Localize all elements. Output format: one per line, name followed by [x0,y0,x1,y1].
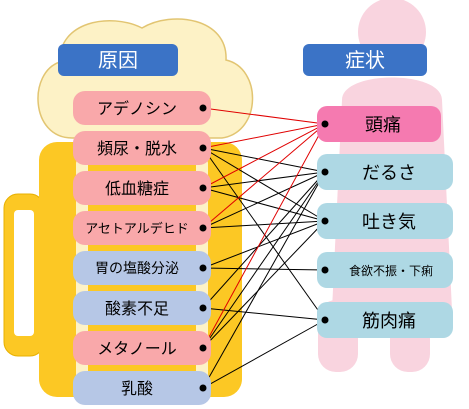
symptom-connector-dot [321,168,329,176]
cause-label: アデノシン [97,99,177,118]
cause-connector-dot [199,344,207,352]
cause-box [73,251,211,285]
connection-line-methanol-headache [202,123,326,349]
cause-connector-dot [199,184,207,192]
cause-item: 酸素不足 [73,291,211,325]
symptoms-header: 症状 [303,44,427,76]
symptom-connector-dot [321,316,329,324]
symptom-connector-dot [321,217,329,225]
causes-header-label: 原因 [98,48,138,72]
cause-item: 低血糖症 [73,171,211,205]
connection-line-hypoglycemia-nausea [202,187,326,222]
symptom-connector-dot [321,266,329,274]
symptom-box [317,154,453,190]
cause-box [73,331,211,365]
cause-connector-dot [199,144,207,152]
connection-line-urination-muscle [202,147,326,321]
mug-handle-hole [14,210,34,336]
symptom-label: 頭痛 [365,115,401,136]
causes-header-box [58,44,178,76]
cause-label: 低血糖症 [105,179,169,198]
symptom-item: 食欲不振・下痢 [317,252,453,288]
connection-line-adenosine-headache [202,107,326,125]
cause-label: 頻尿・脱水 [97,139,177,158]
cause-box [73,211,211,245]
cause-item: 乳酸 [73,371,211,405]
symptom-box [317,203,453,239]
cause-connector-dot [199,264,207,272]
cause-box [73,291,211,325]
causes-list: アデノシン 頻尿・脱水 低血糖症 アセトアルデヒド 胃の塩酸分泌 酸素不足 [73,91,211,405]
symptom-box [317,106,441,142]
cause-box [73,91,211,125]
cause-label: アセトアルデヒド [85,221,189,237]
connection-line-urination-fatigue [202,147,326,173]
symptoms-list: 頭痛 だるさ 吐き気 食欲不振・下痢 筋肉痛 [317,106,453,338]
connection-line-oxygen-fatigue [202,171,326,309]
cause-connector-dot [199,384,207,392]
cause-label: 胃の塩酸分泌 [95,261,179,277]
cause-item: アセトアルデヒド [73,211,211,245]
connection-line-acetaldehyde-headache [202,123,326,229]
cause-item: 頻尿・脱水 [73,131,211,165]
symptom-box [317,302,453,338]
connection-line-hypoglycemia-fatigue [202,171,326,189]
cause-box [73,371,211,405]
symptoms-header-box [303,44,427,76]
cause-item: メタノール [73,331,211,365]
cause-connector-dot [199,224,207,232]
connection-line-methanol-fatigue [202,171,326,349]
connection-line-gastric-appetite [202,267,326,271]
connection-line-lactic-fatigue [202,171,326,389]
causes-header: 原因 [58,44,178,76]
cause-connector-dot [199,304,207,312]
symptom-item: だるさ [317,154,453,190]
connection-lines [202,107,326,389]
cause-connector-dot [199,104,207,112]
cause-label: 酸素不足 [105,299,169,318]
symptom-item: 筋肉痛 [317,302,453,338]
connection-line-methanol-nausea [202,220,326,349]
cause-item: 胃の塩酸分泌 [73,251,211,285]
symptom-item: 頭痛 [317,106,441,142]
connection-line-acetaldehyde-fatigue [202,171,326,229]
cause-item: アデノシン [73,91,211,125]
symptom-item: 吐き気 [317,203,453,239]
connection-line-lactic-muscle [202,319,326,389]
symptoms-header-label: 症状 [345,48,385,72]
cause-box [73,171,211,205]
symptom-label: 筋肉痛 [362,311,416,332]
connection-line-hypoglycemia-headache [202,123,326,189]
cause-label: メタノール [97,339,177,358]
connection-line-urination-headache [202,123,326,149]
symptom-connector-dot [321,120,329,128]
symptom-box [317,252,453,288]
symptom-label: 食欲不振・下痢 [349,263,433,278]
symptom-label: 吐き気 [362,212,416,233]
symptom-label: だるさ [362,163,416,184]
connection-line-gastric-nausea [202,220,326,269]
connection-line-acetaldehyde-nausea [202,220,326,229]
cause-box [73,131,211,165]
cause-label: 乳酸 [121,379,153,398]
